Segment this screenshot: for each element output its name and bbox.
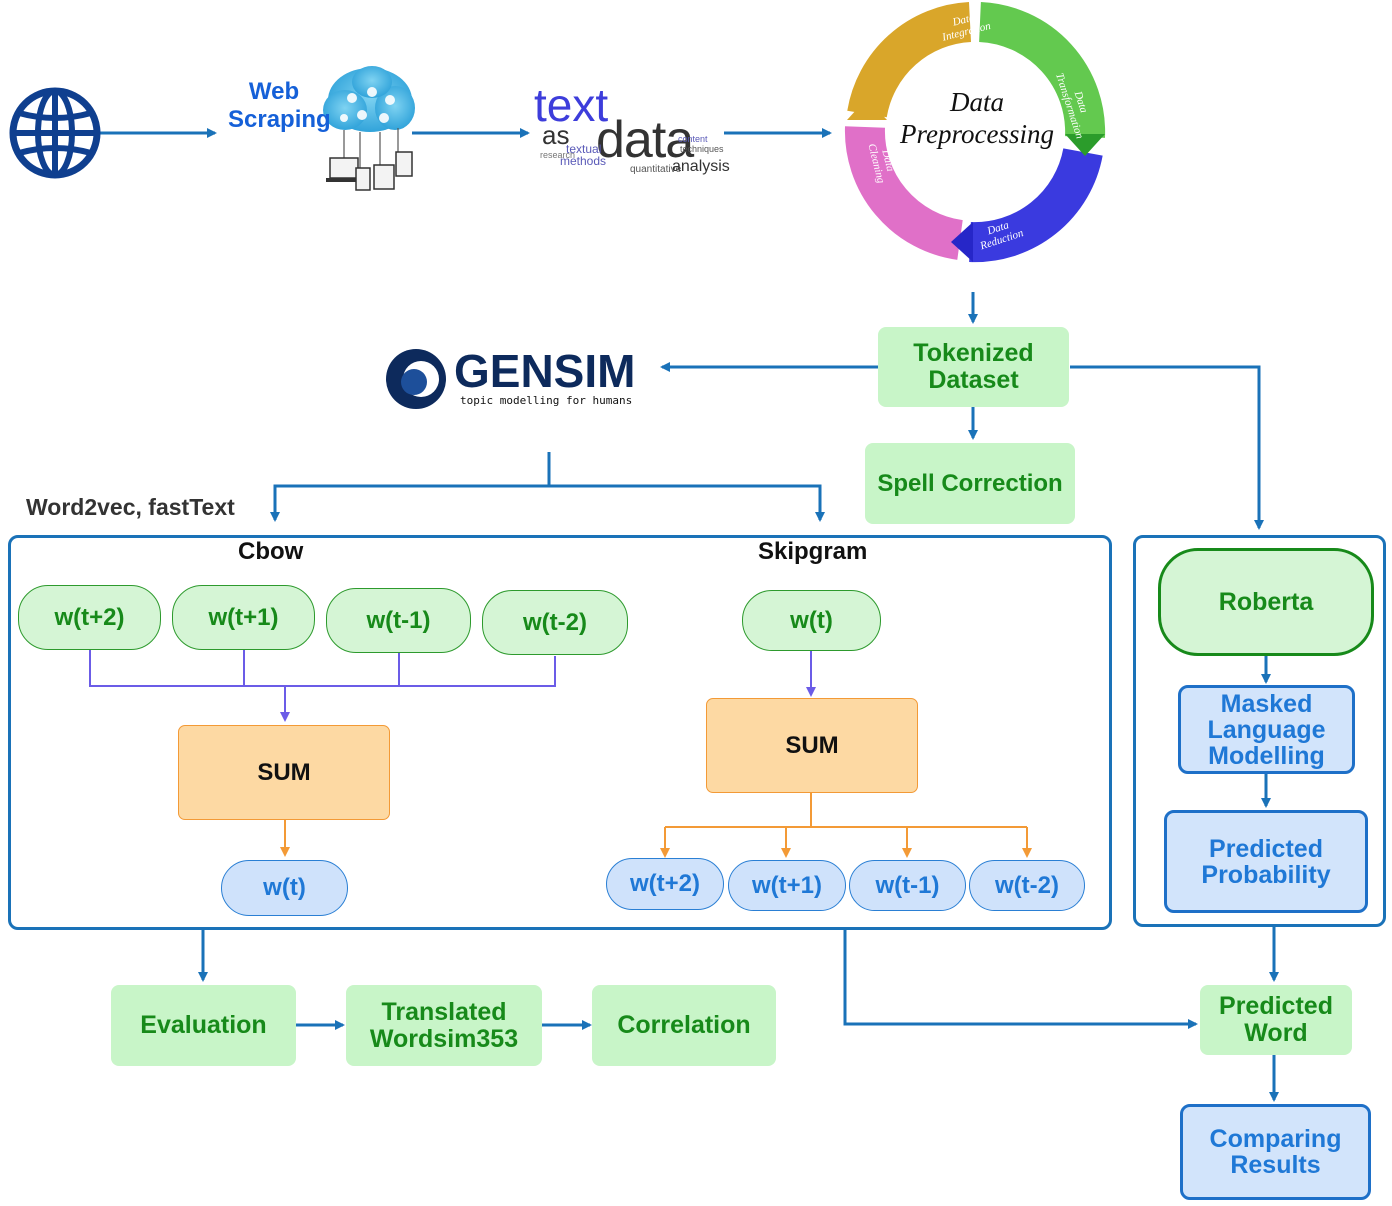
word2vec-label: Word2vec, fastText	[26, 494, 235, 520]
methods-word: methods	[560, 154, 607, 168]
spell-correction-box: Spell Correction	[865, 443, 1075, 524]
skip-sum-box: SUM	[706, 698, 918, 793]
web-scraping-label: Web Scraping	[228, 78, 331, 134]
cbow-input-wt-minus2: w(t-2)	[482, 590, 628, 655]
cbow-input-wt-plus1: w(t+1)	[172, 585, 315, 650]
arrow-frame-to-predicted-word	[843, 930, 1198, 1029]
skip-output-wt-plus2: w(t+2)	[606, 858, 724, 910]
data-word: data	[596, 111, 694, 169]
cbow-title: Cbow	[238, 538, 304, 565]
cbow-sum-box: SUM	[178, 725, 390, 820]
web-scraping-line1: Web	[248, 78, 300, 105]
gensim-subtitle: topic modelling for humans	[460, 394, 633, 407]
arrow-tokenized-to-roberta	[1070, 365, 1264, 530]
preprocessing-center-label: Data Preprocessing	[897, 86, 1057, 150]
textual-word: textual	[566, 142, 602, 156]
globe-icon	[9, 87, 101, 179]
cbow-output-wt: w(t)	[221, 860, 348, 916]
gensim-title: GENSIM	[454, 345, 636, 397]
roberta-box: Roberta	[1158, 548, 1374, 656]
text-as-data-image: text as data research textual methods co…	[530, 79, 730, 182]
word-embedding-frame	[8, 535, 1112, 930]
skipgram-title: Skipgram	[758, 538, 868, 565]
content-word: content	[678, 134, 708, 144]
arrow-gensim-to-cbow	[270, 452, 551, 522]
roberta-frame	[1133, 535, 1386, 927]
tokenized-dataset-box: Tokenized Dataset	[878, 327, 1069, 407]
cbow-input-wt-plus2: w(t+2)	[18, 585, 161, 650]
preprocessing-line2: Preprocessing	[900, 119, 1054, 149]
skip-output-wt-minus1: w(t-1)	[849, 860, 966, 911]
gensim-swirl-icon	[386, 349, 446, 409]
predicted-probability-box: Predicted Probability	[1164, 810, 1368, 913]
predicted-word-box: Predicted Word	[1200, 985, 1352, 1055]
cbow-input-wt-minus1: w(t-1)	[326, 588, 471, 653]
preprocessing-cycle-icon	[844, 2, 1106, 263]
skip-input-wt: w(t)	[742, 590, 881, 651]
web-scraping-line2: Scraping	[228, 106, 331, 133]
translated-wordsim353-box: Translated Wordsim353	[346, 985, 542, 1066]
preprocessing-line1: Data	[950, 87, 1004, 117]
techniques-word: techniques	[680, 144, 724, 154]
gensim-logo: GENSIM topic modelling for humans	[384, 345, 664, 412]
skip-output-wt-minus2: w(t-2)	[969, 860, 1085, 911]
quantitative-word: quantitative	[630, 164, 682, 175]
cloud-network-icon	[323, 66, 415, 191]
correlation-box: Correlation	[592, 985, 776, 1066]
as-word: as	[542, 120, 570, 150]
cbow-connector-1	[89, 650, 556, 687]
evaluation-box: Evaluation	[111, 985, 296, 1066]
research-word: research	[540, 150, 576, 160]
comparing-results-box: Comparing Results	[1180, 1104, 1371, 1200]
text-word: text	[534, 79, 609, 131]
arrow-gensim-to-skipgram	[549, 484, 825, 522]
masked-language-modelling-box: Masked Language Modelling	[1178, 685, 1355, 774]
analysis-word: analysis	[672, 158, 730, 175]
skip-output-wt-plus1: w(t+1)	[728, 860, 846, 911]
